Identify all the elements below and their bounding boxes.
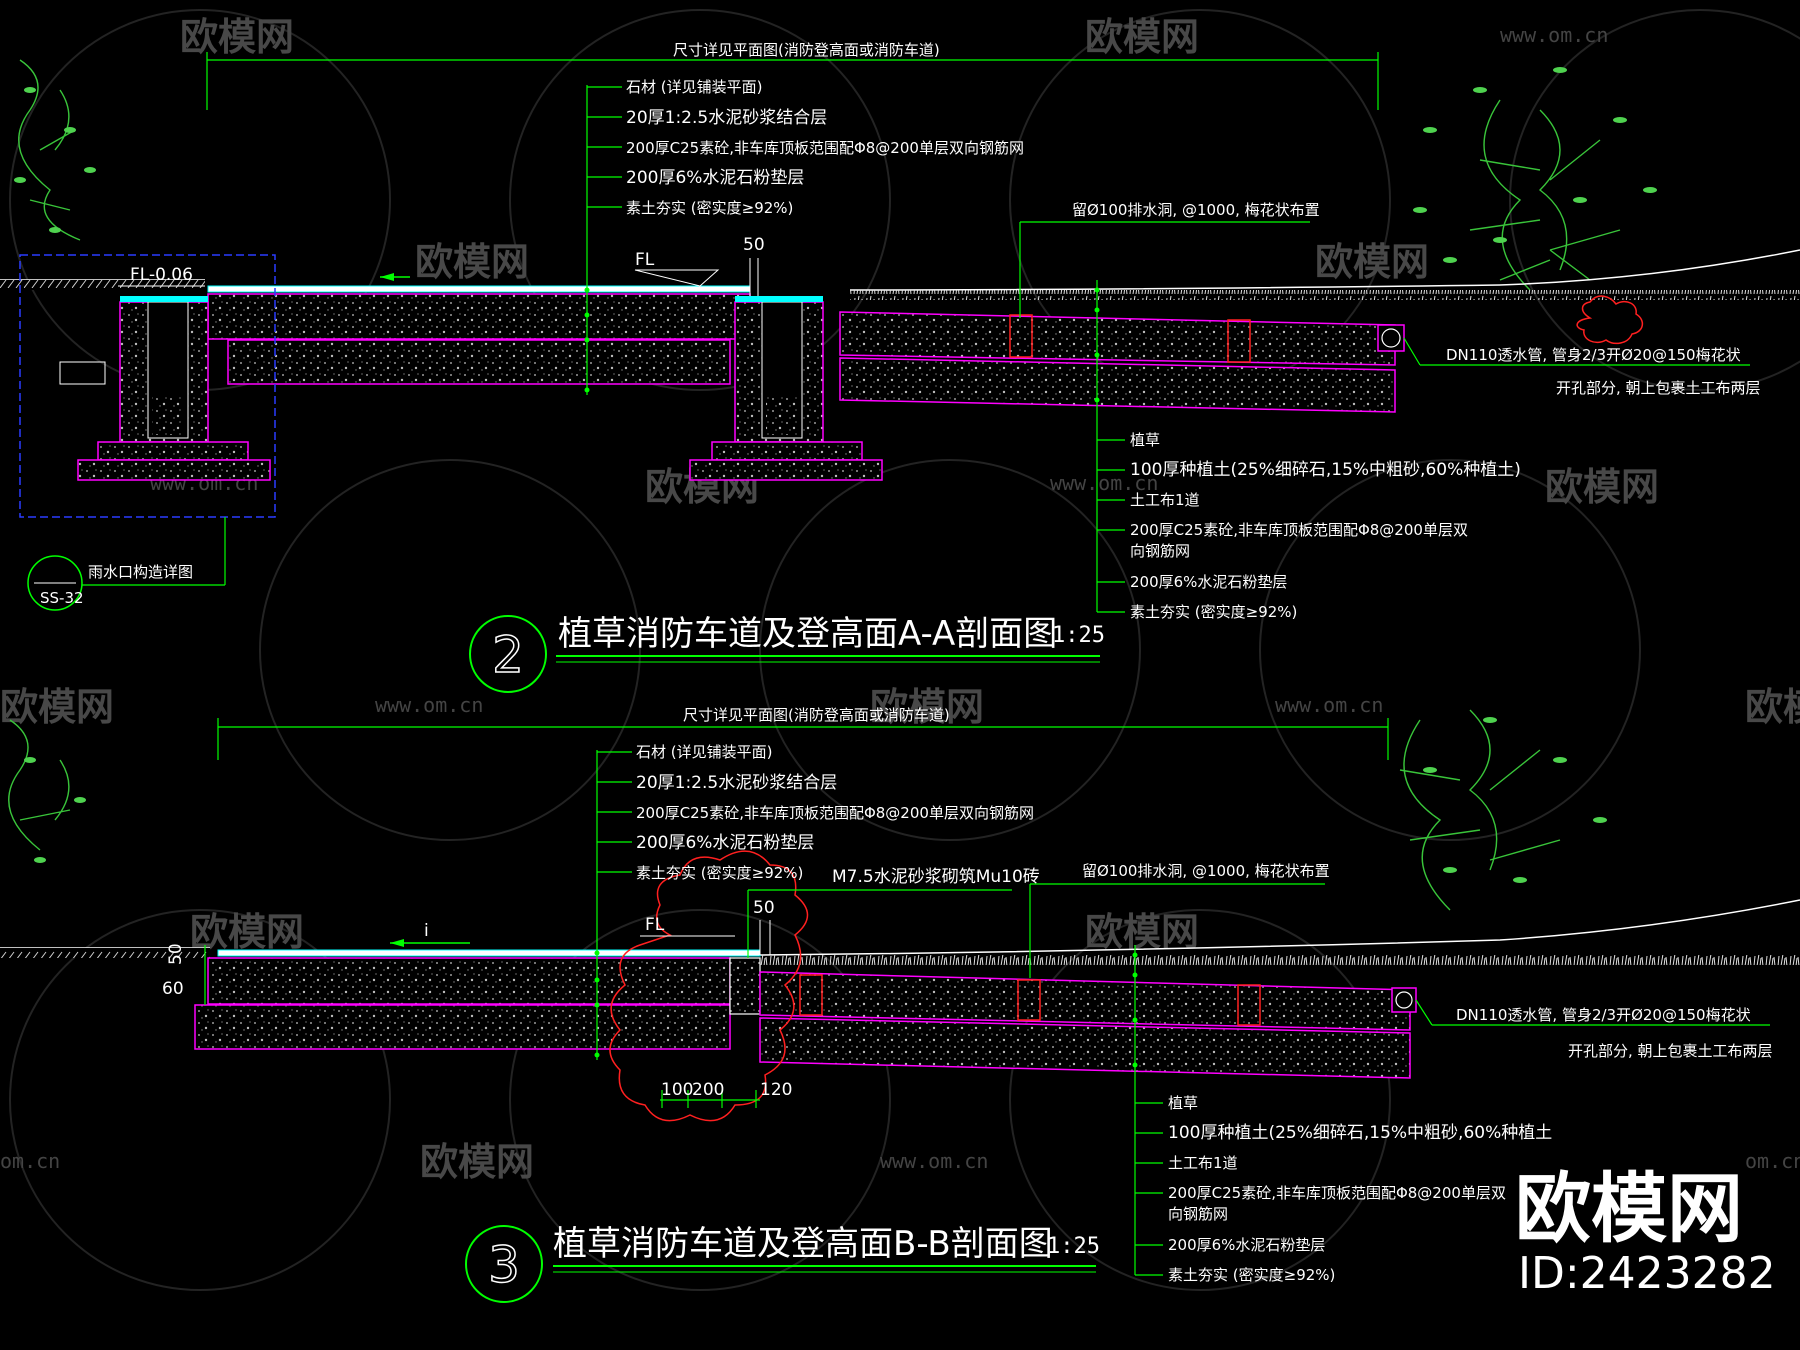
section-scale: 1:25 [1047, 1234, 1100, 1259]
watermark-text: 欧模网 [420, 1140, 534, 1184]
grass-layer-label: 向钢筋网 [1130, 542, 1190, 560]
brand-block: 欧模网 ID:2423282 [1515, 1164, 1776, 1299]
watermark-text: 欧模网 [415, 240, 529, 284]
watermark-url: om.cn [0, 1149, 60, 1173]
fl-level-label: FL-0.06 [130, 265, 193, 285]
watermark-text: 欧模网 [870, 685, 984, 729]
watermark-url: om.cn [1745, 1149, 1800, 1173]
watermark-text: 欧模网 [1545, 465, 1659, 509]
paving-layer-label: 素土夯实 (密实度≥92%) [626, 199, 793, 217]
paving-layer-label: 石材 (详见铺装平面) [636, 743, 772, 761]
detail-code: SS-32 [40, 589, 84, 607]
slope-label: i [424, 921, 429, 941]
dimension-label: 50 [166, 943, 186, 965]
tree-icon [8, 59, 1621, 911]
grass-layer-label: 200厚6%水泥石粉垫层 [1168, 1236, 1325, 1254]
paving-layer-label: 200厚6%水泥石粉垫层 [636, 833, 814, 853]
paving-layer-label: 200厚C25素砼,非车库顶板范围配Φ8@200单层双向钢筋网 [626, 139, 1024, 157]
grass-layer-label: 素土夯实 (密实度≥92%) [1130, 603, 1297, 621]
watermark-url: www.om.cn [880, 1149, 988, 1173]
watermark-text: 欧模网 [1745, 685, 1800, 729]
watermark-text: 欧模网 [180, 15, 294, 59]
watermark-text: 欧模网 [1315, 240, 1429, 284]
section-title: 植草消防车道及登高面A-A剖面图 [558, 614, 1057, 654]
dimension-label: 50 [753, 898, 775, 918]
fl-label: FL [635, 250, 655, 270]
section-number-badge [465, 1225, 543, 1303]
watermark-url: www.om.cn [1275, 693, 1383, 717]
dimension-label: 50 [743, 235, 765, 255]
grass-layer-label: 200厚C25素砼,非车库顶板范围配Φ8@200单层双 [1130, 521, 1468, 539]
paving-layer-label: 20厚1:2.5水泥砂浆结合层 [626, 108, 827, 128]
catch-basin-left [77, 296, 271, 481]
grass-layer-label: 土工布1道 [1130, 491, 1200, 509]
pipe-note: DN110透水管, 管身2/3开Ø20@150梅花状 [1456, 1006, 1751, 1024]
grass-layer-label: 素土夯实 (密实度≥92%) [1168, 1266, 1335, 1284]
brand-id: ID:2423282 [1518, 1248, 1776, 1299]
fl-label: FL [645, 915, 665, 935]
paving-layer-label: 200厚6%水泥石粉垫层 [626, 168, 804, 188]
brick-note: M7.5水泥砂浆砌筑Mu10砖 [832, 867, 1040, 887]
tree-leaves-icon [14, 67, 1657, 883]
grass-layer-label: 植草 [1168, 1094, 1198, 1112]
revision-cloud [609, 850, 809, 1122]
pipe-note: 开孔部分, 朝上包裹土工布两层 [1568, 1042, 1773, 1060]
grass-layer-label: 土工布1道 [1168, 1154, 1238, 1172]
drain-hole-note: 留Ø100排水洞, @1000, 梅花状布置 [1072, 201, 1320, 219]
pipe-note: DN110透水管, 管身2/3开Ø20@150梅花状 [1446, 346, 1741, 364]
detail-ref-label: 雨水口构造详图 [88, 563, 193, 581]
dimension-note: 尺寸详见平面图(消防登高面或消防车道) [673, 41, 940, 59]
watermark-url: www.om.cn [1500, 23, 1608, 47]
watermark-text: 欧模网 [190, 910, 304, 954]
watermark-text: 欧模网 [1085, 910, 1199, 954]
dimension-note: 尺寸详见平面图(消防登高面或消防车道) [683, 706, 950, 724]
paving-layer-label: 素土夯实 (密实度≥92%) [636, 864, 803, 882]
detail-callout [27, 555, 83, 611]
dimension-label: 120 [760, 1080, 792, 1100]
dimension-label: 200 [692, 1080, 724, 1100]
catch-basin-right [689, 296, 883, 481]
grass-layer-label: 200厚C25素砼,非车库顶板范围配Φ8@200单层双 [1168, 1184, 1506, 1202]
section-b: 尺寸详见平面图(消防登高面或消防车道) 石材 (详见铺装平面) 20厚1:2.5… [0, 706, 1800, 1303]
section-scale: 1:25 [1052, 623, 1105, 648]
paving-layer-label: 石材 (详见铺装平面) [626, 78, 762, 96]
section-number: 3 [488, 1236, 520, 1294]
grass-layer-label: 向钢筋网 [1168, 1205, 1228, 1223]
watermark-text: 欧模网 [1085, 15, 1199, 59]
watermark-layer: 欧模网 欧模网 欧模网 欧模网 欧模网 欧模网 欧模网 欧模网 欧模网 欧模网 … [0, 9, 1800, 1291]
grass-layer-label: 200厚6%水泥石粉垫层 [1130, 573, 1287, 591]
watermark-text: 欧模网 [0, 685, 114, 729]
dimension-label: 100 [661, 1080, 693, 1100]
grass-layer-label: 100厚种植土(25%细碎石,15%中粗砂,60%种植土 [1168, 1123, 1552, 1143]
pipe-note: 开孔部分, 朝上包裹土工布两层 [1556, 379, 1761, 397]
section-title: 植草消防车道及登高面B-B剖面图 [553, 1224, 1053, 1264]
watermark-url: www.om.cn [1050, 471, 1158, 495]
paving-layer-label: 20厚1:2.5水泥砂浆结合层 [636, 773, 837, 793]
section-a: 尺寸详见平面图(消防登高面或消防车道) 石材 (详见铺装平面) 20厚1:2.5… [0, 41, 1800, 693]
brand-name: 欧模网 [1515, 1164, 1743, 1253]
paving-layer-label: 200厚C25素砼,非车库顶板范围配Φ8@200单层双向钢筋网 [636, 804, 1034, 822]
section-number: 2 [492, 626, 524, 684]
dimension-label: 60 [162, 979, 184, 999]
drain-hole-note: 留Ø100排水洞, @1000, 梅花状布置 [1082, 862, 1330, 880]
watermark-url: www.om.cn [375, 693, 483, 717]
grass-layer-label: 植草 [1130, 431, 1160, 449]
section-number-badge [469, 615, 547, 693]
grass-layer-label: 100厚种植土(25%细碎石,15%中粗砂,60%种植土) [1130, 460, 1521, 480]
